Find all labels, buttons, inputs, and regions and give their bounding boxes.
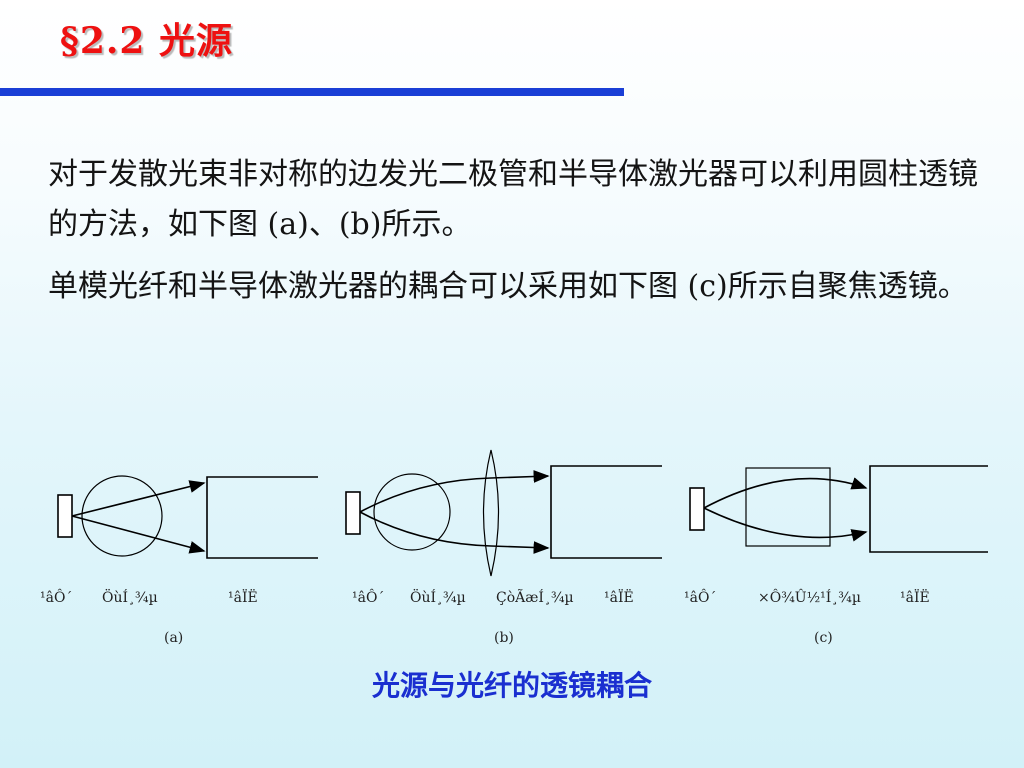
label-a-source: ¹âÔ´ bbox=[40, 588, 72, 606]
fiber-b bbox=[550, 465, 662, 559]
lens-coupling-diagram: ¹âÔ´ ÖùÍ¸¾µ ¹âÏË (a) ¹âÔ´ ÖùÍ¸¾µ ÇòÃæÍ¸¾… bbox=[40, 449, 988, 646]
label-c-source: ¹âÔ´ bbox=[684, 588, 716, 606]
cylindrical-lens-b bbox=[373, 473, 451, 551]
light-source-a bbox=[57, 494, 73, 538]
paragraph-grin-lens: 单模光纤和半导体激光器的耦合可以采用如下图 (c)所示自聚焦透镜。 bbox=[48, 269, 968, 304]
label-c-lens: ×Ô¾Û½¹Í¸¾µ bbox=[758, 588, 861, 606]
grin-lens-c bbox=[745, 467, 831, 547]
ray-b-upper bbox=[359, 470, 550, 513]
label-a-lens: ÖùÍ¸¾µ bbox=[102, 588, 158, 606]
label-c-fiber: ¹âÏË bbox=[900, 588, 930, 606]
figure-caption: 光源与光纤的透镜耦合 bbox=[371, 669, 652, 702]
label-b-fiber: ¹âÏË bbox=[604, 588, 634, 606]
title-underline bbox=[0, 88, 624, 96]
ray-a-upper bbox=[71, 480, 206, 517]
label-b-cyl-lens: ÖùÍ¸¾µ bbox=[410, 588, 466, 606]
panel-label-c: (c) bbox=[814, 630, 833, 646]
spherical-lens-b bbox=[482, 449, 500, 577]
label-a-fiber: ¹âÏË bbox=[228, 588, 258, 606]
ray-c-upper bbox=[703, 477, 868, 509]
fiber-c bbox=[869, 465, 988, 553]
cylindrical-lens-a bbox=[81, 475, 163, 557]
paragraph-cylindrical-lens: 对于发散光束非对称的边发光二极管和半导体激光器可以利用圆柱透镜的方法，如下图 (… bbox=[48, 157, 978, 242]
label-b-sph-lens: ÇòÃæÍ¸¾µ bbox=[496, 588, 574, 606]
light-source-b bbox=[345, 491, 361, 535]
panel-a bbox=[57, 475, 318, 559]
panel-label-a: (a) bbox=[164, 630, 183, 646]
ray-a-lower bbox=[71, 515, 206, 554]
fiber-a bbox=[206, 476, 318, 559]
label-b-source: ¹âÔ´ bbox=[352, 588, 384, 606]
panel-b bbox=[345, 449, 662, 577]
ray-b-lower bbox=[359, 511, 550, 554]
panel-label-b: (b) bbox=[494, 630, 514, 646]
light-source-c bbox=[689, 487, 705, 531]
panel-c bbox=[689, 465, 988, 553]
slide-title: §2.2 光源 bbox=[60, 20, 233, 62]
ray-c-lower bbox=[703, 507, 868, 542]
